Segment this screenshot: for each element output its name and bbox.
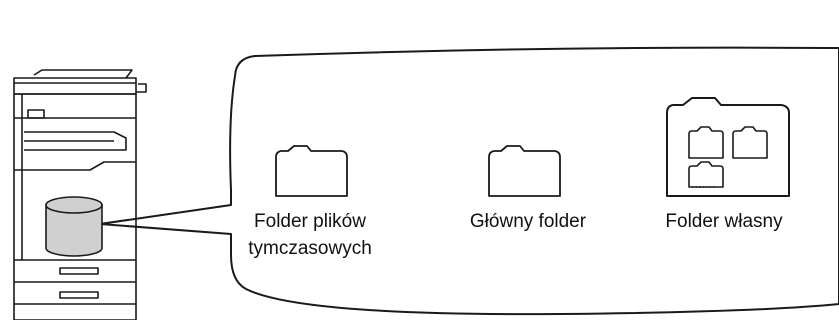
folder-icon-temp: [275, 145, 348, 197]
printer-output-tray: [27, 109, 45, 119]
printer-feeder-tray: [33, 69, 133, 79]
printer-scanner: [13, 77, 137, 95]
printer-output-bay: [24, 131, 127, 151]
temp-folder-label-line2: tymczasowych: [248, 238, 372, 259]
custom-folder-label: Folder własny: [665, 211, 783, 232]
folder-icon-main: [488, 145, 561, 197]
hard-disk-icon: [45, 196, 103, 257]
temp-folder-label-line1: Folder plików: [254, 211, 366, 232]
multifunction-printer-icon: [13, 69, 147, 320]
printer-drawer-handle-2: [59, 291, 99, 299]
printer-drawer-handle-1: [59, 267, 99, 275]
main-folder-label: Główny folder: [469, 211, 587, 232]
printer-body: [13, 93, 137, 320]
folder-group-icon: [666, 97, 790, 197]
callout-bubble: [99, 46, 839, 316]
temp-folder-label: Folder plików tymczasowych: [230, 208, 390, 262]
